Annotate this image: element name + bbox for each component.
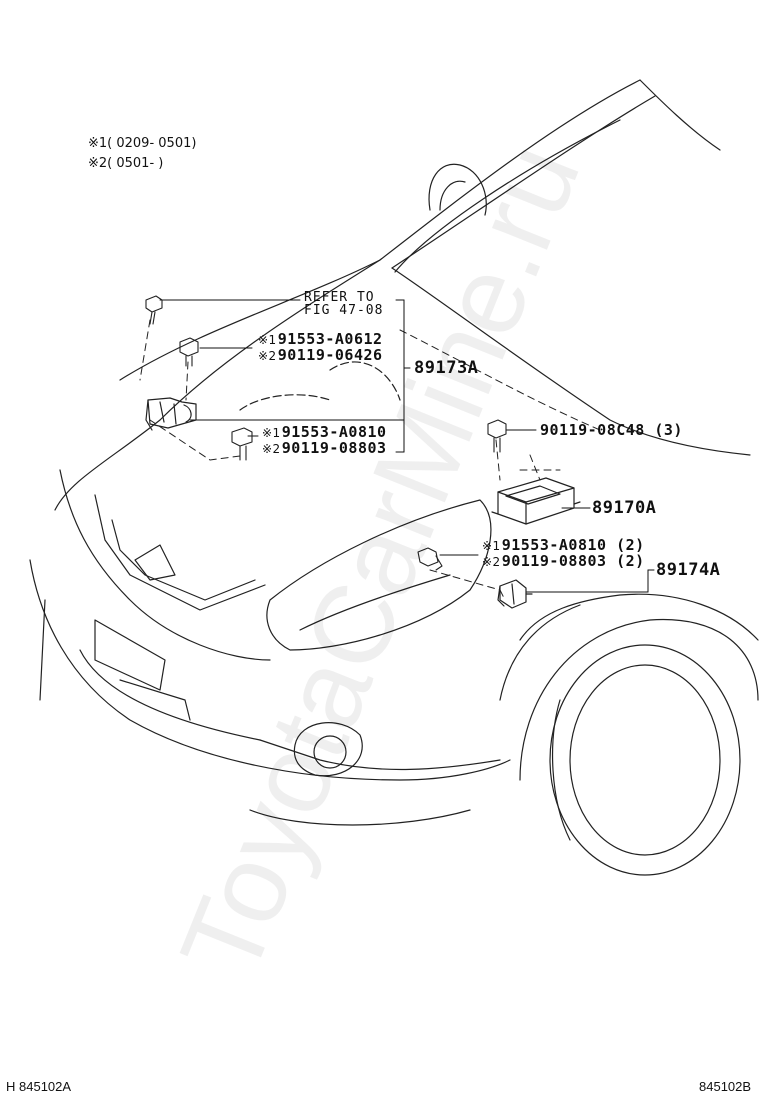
part-number: 91553-A0810 xyxy=(281,423,387,441)
hood-outline xyxy=(54,79,751,511)
variant-mark-2: ※2 xyxy=(258,349,277,363)
bolt-ecu-part: 90119-08C48 (3) xyxy=(540,421,683,439)
front-airbag-sensor-right xyxy=(497,579,533,609)
assembly-side-sensor-label: 89174A xyxy=(656,560,721,580)
variant-mark-1: ※1 xyxy=(482,539,501,553)
variant-mark-2: ※2 xyxy=(262,442,281,456)
assembly-airbag-ecu-label: 89170A xyxy=(592,498,657,518)
airbag-ecu-unit xyxy=(491,477,581,525)
refer-to-line-1: REFER TO xyxy=(304,290,375,305)
part-number: 90119-08803 (2) xyxy=(501,552,645,570)
assembly-front-sensor-label: 89173A xyxy=(414,358,479,378)
part-number: 90119-06426 xyxy=(277,346,383,364)
windshield-outline xyxy=(239,119,621,411)
variant-mark-1: ※1 xyxy=(258,333,277,347)
part-number: 90119-08803 xyxy=(281,439,387,457)
front-grille-bumper xyxy=(29,469,511,826)
front-tire xyxy=(549,644,741,876)
fog-lamp xyxy=(293,722,363,777)
bolt-lower-part-2: ※290119-08803 xyxy=(262,441,387,456)
footer-left-code: H 845102A xyxy=(6,1079,72,1094)
bolt-side-part-2: ※290119-08803 (2) xyxy=(482,554,645,569)
bolt-side xyxy=(417,547,443,571)
side-mirror-outline xyxy=(428,163,487,216)
bolt-upper xyxy=(179,337,199,367)
refer-to-line-2: FIG 47-08 xyxy=(304,303,384,318)
bolt-upper-part-2: ※290119-06426 xyxy=(258,348,383,363)
bolt-lower xyxy=(231,427,253,461)
dashed-reference-lines xyxy=(139,319,601,601)
part-number: 91553-A0810 (2) xyxy=(501,536,645,554)
bolt-side-part-1: ※191553-A0810 (2) xyxy=(482,538,645,553)
bolt-upper-part-1: ※191553-A0612 xyxy=(258,332,383,347)
leader-lines xyxy=(159,299,655,593)
note-line-2: ※2( 0501- ) xyxy=(88,156,164,171)
part-number: 91553-A0612 xyxy=(277,330,383,348)
front-airbag-sensor-left xyxy=(145,397,197,431)
headlight-outline xyxy=(266,499,492,651)
clip-refer-fig xyxy=(145,295,163,325)
footer-right-code: 845102B xyxy=(699,1079,752,1094)
bolt-ecu xyxy=(487,419,507,453)
variant-mark-1: ※1 xyxy=(262,426,281,440)
variant-mark-2: ※2 xyxy=(482,555,501,569)
fender-wheel-arch xyxy=(499,593,759,781)
note-line-1: ※1( 0209- 0501) xyxy=(88,136,197,151)
bolt-lower-part-1: ※191553-A0810 xyxy=(262,425,387,440)
